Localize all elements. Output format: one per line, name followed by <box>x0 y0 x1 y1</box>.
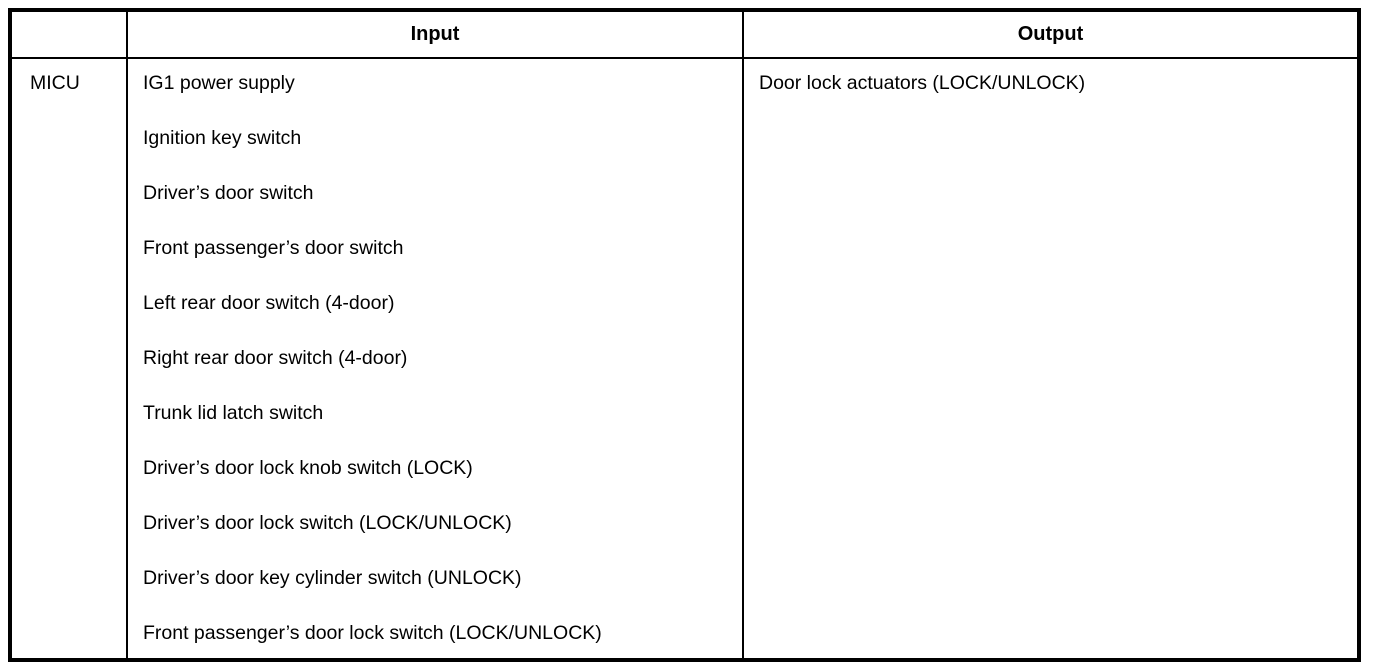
input-output-table: Input Output MICU IG1 power supply Ignit… <box>8 8 1361 662</box>
input-list-cell: IG1 power supply Ignition key switch Dri… <box>126 57 744 661</box>
input-item: Right rear door switch (4-door) <box>143 347 408 369</box>
input-item: Left rear door switch (4-door) <box>143 292 395 314</box>
table-row-micu: MICU IG1 power supply Ignition key switc… <box>9 57 1360 661</box>
header-cell-component <box>9 9 128 59</box>
input-item: Driver’s door key cylinder switch (UNLOC… <box>143 567 522 589</box>
header-cell-input: Input <box>126 9 744 59</box>
input-item: IG1 power supply <box>143 72 295 94</box>
input-item: Driver’s door switch <box>143 182 314 204</box>
component-label: MICU <box>30 72 80 94</box>
input-item: Ignition key switch <box>143 127 302 149</box>
table-header-row: Input Output <box>9 9 1360 59</box>
input-item: Front passenger’s door lock switch (LOCK… <box>143 622 602 644</box>
input-item: Trunk lid latch switch <box>143 402 324 424</box>
input-item: Front passenger’s door switch <box>143 237 404 259</box>
header-cell-output: Output <box>742 9 1360 59</box>
output-list-cell: Door lock actuators (LOCK/UNLOCK) <box>742 57 1360 661</box>
row-label-micu: MICU <box>9 57 128 661</box>
output-item: Door lock actuators (LOCK/UNLOCK) <box>759 72 1086 94</box>
input-item: Driver’s door lock knob switch (LOCK) <box>143 457 473 479</box>
input-item: Driver’s door lock switch (LOCK/UNLOCK) <box>143 512 512 534</box>
